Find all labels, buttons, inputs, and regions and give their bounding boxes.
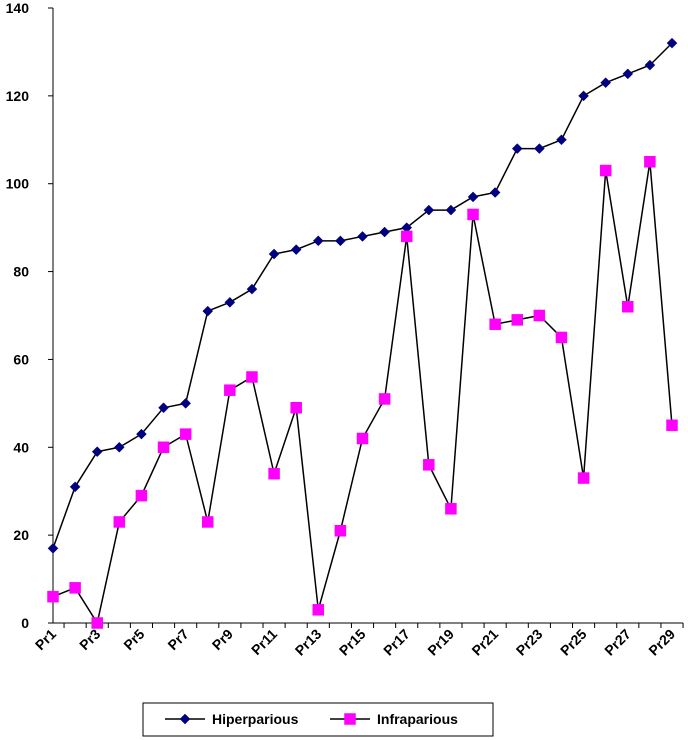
data-point-hiperparious bbox=[556, 134, 567, 146]
legend: Hiperparious Infraparious bbox=[142, 702, 494, 737]
y-tick-label: 100 bbox=[6, 176, 30, 192]
x-tick-label: Pr21 bbox=[468, 626, 501, 659]
data-point-hiperparious bbox=[91, 446, 103, 458]
legend-label-infraparious: Infraparious bbox=[377, 711, 458, 727]
data-point-hiperparious bbox=[511, 143, 523, 154]
data-point-hiperparious bbox=[357, 231, 368, 242]
data-point-infraparious bbox=[157, 441, 170, 454]
data-point-infraparious bbox=[47, 590, 59, 603]
data-point-hiperparious bbox=[202, 305, 214, 317]
data-point-hiperparious bbox=[578, 90, 589, 102]
y-tick-label: 60 bbox=[13, 351, 29, 367]
data-point-hiperparious bbox=[136, 428, 147, 440]
x-tick-label: Pr11 bbox=[248, 626, 280, 658]
series-markers bbox=[47, 37, 678, 629]
data-point-hiperparious bbox=[113, 441, 125, 453]
x-tick-label: Pr13 bbox=[292, 626, 325, 659]
data-point-hiperparious bbox=[224, 296, 236, 308]
data-point-infraparious bbox=[202, 516, 214, 528]
data-point-hiperparious bbox=[268, 248, 280, 260]
y-tick-label: 80 bbox=[13, 264, 29, 280]
data-point-infraparious bbox=[555, 331, 568, 344]
data-point-infraparious bbox=[91, 617, 103, 629]
x-tick-label: Pr9 bbox=[209, 626, 236, 653]
data-point-hiperparious bbox=[666, 37, 678, 49]
legend-marker-hiperparious bbox=[179, 713, 191, 725]
data-point-infraparious bbox=[511, 314, 523, 326]
data-point-infraparious bbox=[268, 467, 280, 480]
data-point-infraparious bbox=[666, 419, 678, 432]
data-point-infraparious bbox=[312, 604, 325, 616]
data-point-infraparious bbox=[423, 459, 435, 471]
x-axis-ticks: Pr1 Pr3 Pr5 Pr7 Pr9 Pr11 Pr13 Pr15 Pr17 Pr19 Pr21 P… bbox=[32, 623, 684, 659]
series-line-infraparious bbox=[52, 161, 673, 625]
x-tick-label: Pr25 bbox=[557, 626, 590, 659]
data-point-infraparious bbox=[467, 208, 479, 221]
data-point-infraparious bbox=[644, 156, 656, 168]
data-point-infraparious bbox=[135, 489, 148, 502]
data-point-hiperparious bbox=[423, 204, 435, 216]
x-tick-label: Pr7 bbox=[164, 626, 191, 653]
data-point-hiperparious bbox=[445, 204, 457, 216]
data-point-hiperparious bbox=[600, 77, 612, 89]
x-tick-label: Pr19 bbox=[424, 626, 457, 659]
data-point-hiperparious bbox=[69, 481, 81, 493]
data-point-infraparious bbox=[246, 371, 258, 383]
data-point-infraparious bbox=[179, 428, 192, 440]
legend-marker-infraparious bbox=[344, 713, 356, 725]
data-point-infraparious bbox=[489, 318, 501, 331]
y-tick-label: 120 bbox=[6, 88, 30, 104]
data-point-infraparious bbox=[577, 472, 590, 484]
data-point-hiperparious bbox=[312, 235, 324, 247]
axes bbox=[52, 8, 683, 624]
data-point-hiperparious bbox=[379, 226, 390, 238]
data-point-hiperparious bbox=[335, 235, 346, 247]
data-point-infraparious bbox=[113, 516, 126, 528]
data-point-infraparious bbox=[290, 402, 302, 414]
data-point-infraparious bbox=[400, 230, 413, 243]
x-tick-label: Pr29 bbox=[645, 626, 678, 659]
data-point-hiperparious bbox=[644, 59, 656, 71]
legend-label-hiperparious: Hiperparious bbox=[212, 711, 299, 727]
data-point-infraparious bbox=[622, 300, 634, 313]
data-point-infraparious bbox=[378, 393, 391, 405]
x-tick-label: Pr1 bbox=[32, 626, 59, 653]
x-tick-label: Pr15 bbox=[336, 626, 369, 659]
y-tick-label: 40 bbox=[13, 439, 29, 455]
data-point-hiperparious bbox=[467, 191, 479, 203]
x-tick-label: Pr5 bbox=[120, 626, 147, 653]
series-lines bbox=[52, 42, 673, 625]
data-point-hiperparious bbox=[489, 187, 501, 198]
data-point-infraparious bbox=[356, 432, 369, 445]
y-tick-label: 20 bbox=[13, 527, 29, 543]
data-point-hiperparious bbox=[622, 68, 634, 80]
data-point-hiperparious bbox=[47, 542, 59, 554]
x-tick-label: Pr23 bbox=[513, 626, 546, 659]
data-point-infraparious bbox=[334, 525, 347, 537]
data-point-infraparious bbox=[445, 503, 457, 515]
y-tick-label: 0 bbox=[21, 615, 29, 631]
data-point-hiperparious bbox=[534, 143, 545, 154]
data-point-infraparious bbox=[69, 582, 81, 594]
y-tick-label: 140 bbox=[6, 0, 30, 16]
data-point-hiperparious bbox=[180, 398, 191, 409]
y-axis-ticks: 0 20 40 60 80 100 120 140 bbox=[6, 0, 53, 631]
data-point-infraparious bbox=[599, 164, 612, 177]
x-tick-label: Pr27 bbox=[601, 626, 634, 659]
x-tick-label: Pr3 bbox=[76, 626, 103, 653]
data-point-infraparious bbox=[533, 309, 546, 322]
data-point-infraparious bbox=[224, 384, 236, 396]
x-tick-label: Pr17 bbox=[380, 626, 413, 659]
data-point-hiperparious bbox=[290, 244, 302, 255]
data-point-hiperparious bbox=[246, 283, 258, 295]
data-point-hiperparious bbox=[158, 402, 169, 414]
